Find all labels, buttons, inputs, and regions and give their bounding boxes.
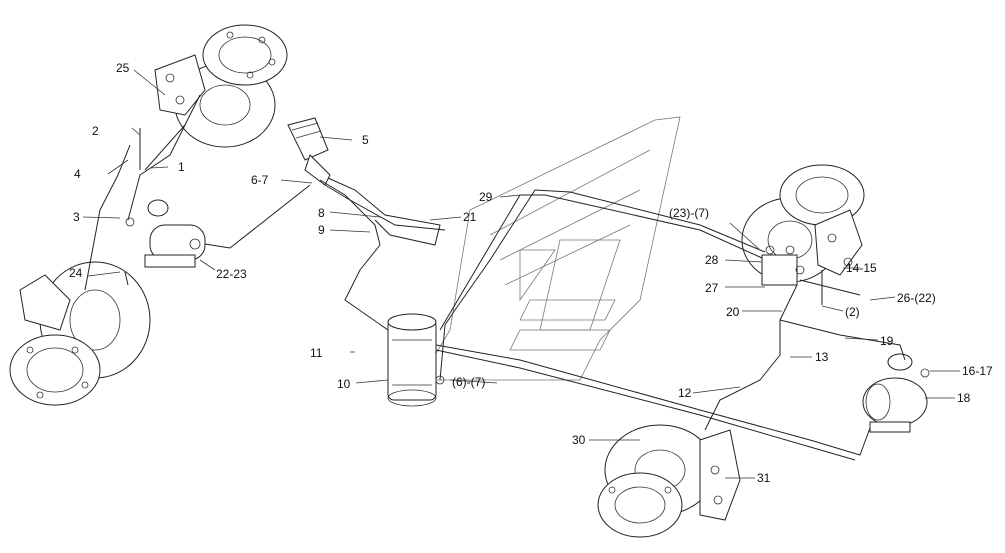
part-label-6-7-ref: (6)-(7): [452, 375, 486, 389]
leader-lines: [82, 69, 960, 479]
part-label-10: 10: [337, 377, 351, 391]
part-label-30: 30: [572, 433, 586, 447]
brake-valve: [761, 245, 805, 286]
part-label-6-7: 6-7: [251, 173, 269, 187]
part-label-3: 3: [73, 210, 80, 224]
part-label-28: 28: [705, 253, 719, 267]
top-left-wheel-hub: [154, 24, 288, 148]
part-label-11: 11: [310, 346, 323, 360]
brake-booster-left: [125, 199, 206, 268]
bottom-right-wheel-hub: [597, 424, 741, 538]
part-label-29: 29: [479, 190, 493, 204]
brake-booster-right: [862, 353, 930, 433]
part-label-20: 20: [726, 305, 740, 319]
part-label-13: 13: [815, 350, 829, 364]
part-label-5: 5: [362, 133, 369, 147]
bottom-left-wheel-hub: [9, 261, 151, 406]
air-tank: [387, 313, 445, 407]
part-label-21: 21: [463, 210, 477, 224]
part-label-9: 9: [318, 223, 325, 237]
part-label-18: 18: [957, 391, 971, 405]
part-label-12: 12: [678, 386, 692, 400]
part-label-27: 27: [705, 281, 719, 295]
right-top-wheel-hub: [741, 164, 865, 283]
part-label-19: 19: [880, 334, 894, 348]
part-label-23-7-ref: (23)-(7): [669, 206, 710, 220]
brake-pedal: [287, 117, 331, 186]
part-label-25: 25: [116, 61, 130, 75]
part-label-2: 2: [92, 124, 99, 138]
part-label-14-15: 14-15: [846, 261, 877, 275]
part-label-31: 31: [757, 471, 771, 485]
part-label-4: 4: [74, 167, 81, 181]
part-label-24: 24: [69, 266, 83, 280]
part-label-1: 1: [178, 160, 185, 174]
brake-lines: [84, 94, 906, 461]
part-label-26-22: 26-(22): [897, 291, 936, 305]
part-label-22-23: 22-23: [216, 267, 247, 281]
part-label-2-ref: (2): [845, 305, 860, 319]
part-label-16-17: 16-17: [962, 364, 993, 378]
part-label-8: 8: [318, 206, 325, 220]
watermark-logo: [419, 116, 681, 381]
